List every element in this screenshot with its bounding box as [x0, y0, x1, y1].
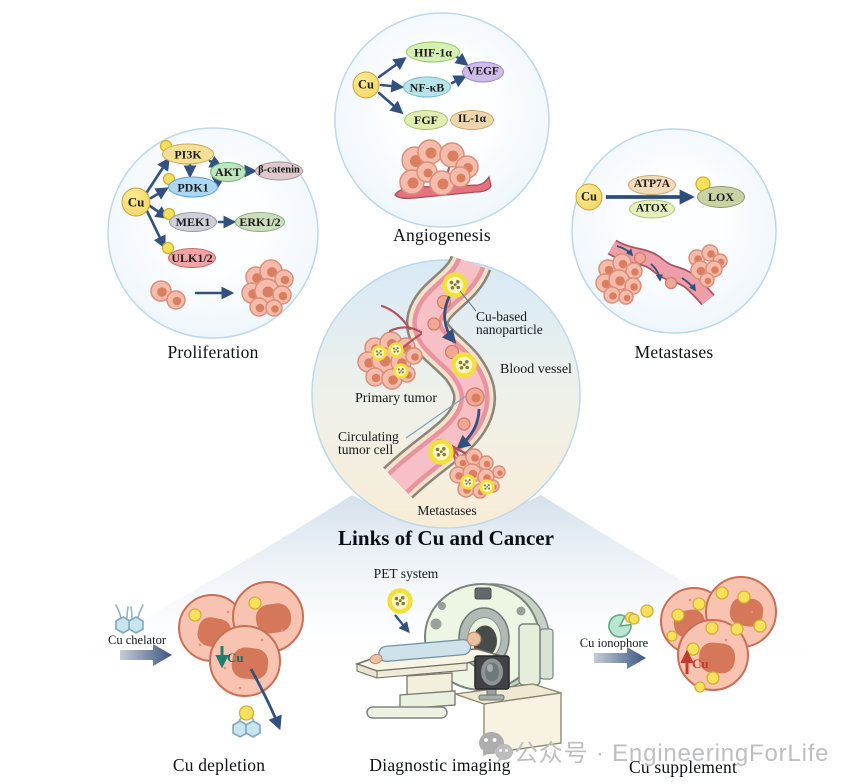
depletion-title: Cu depletion: [172, 755, 266, 775]
depletion-arrow: [120, 644, 172, 666]
depletion-export-arrow: [249, 668, 282, 731]
depletion-cu-marker: Cu: [227, 650, 244, 665]
proliferation-cells-illustration: [150, 259, 294, 317]
pet-tracer-arrow: [394, 614, 410, 634]
cu-chelator-icon: [115, 604, 144, 634]
supplement-cells: [628, 576, 777, 693]
node-pi3k: PI3K: [162, 143, 214, 165]
proliferation-cu-node: Cu: [121, 187, 151, 217]
supplement-cu-marker: Cu: [692, 656, 709, 671]
angiogenesis-title: Angiogenesis: [393, 225, 491, 245]
chelator-cu-complex-icon: [232, 705, 261, 738]
label-ctc-line1: Circulating: [338, 429, 399, 444]
depletion-cells: [178, 581, 304, 697]
metastases-cu-node: Cu: [575, 183, 603, 211]
central-label-connectors: [405, 290, 477, 439]
supplement-title: Cu supplement: [628, 757, 738, 777]
label-nanoparticle-line1: Cu-based: [476, 309, 527, 324]
node-hif1a: HIF-1α: [406, 41, 460, 63]
metastases-vessel-illustration: [595, 239, 728, 306]
node-erk12: ERK1/2: [235, 212, 285, 232]
node-fgf: FGF: [404, 110, 448, 130]
node-ulk12: ULK1/2: [168, 248, 216, 268]
label-cu-chelator: Cu chelator: [108, 633, 166, 647]
metastases-circle-bg: [571, 128, 777, 334]
node-atox: ATOX: [629, 199, 675, 219]
metastases-title: Metastases: [634, 342, 714, 362]
watermark-text: 公众号 · EngineeringForLife: [514, 740, 830, 767]
node-beta-catenin: β-catenin: [255, 161, 303, 181]
proliferation-circle-bg: [107, 127, 319, 339]
label-cu-ionophore: Cu ionophore: [579, 636, 649, 650]
label-central-metastases: Metastases: [417, 503, 477, 518]
angiogenesis-cu-node: Cu: [352, 71, 380, 99]
node-vegf: VEGF: [462, 61, 504, 83]
node-lox: LOX: [697, 186, 745, 208]
primary-tumor-cluster: [357, 304, 423, 390]
proliferation-title: Proliferation: [167, 342, 259, 362]
pet-tracer-nanoparticle: [390, 591, 411, 612]
node-nfkb: NF-κB: [403, 76, 451, 98]
label-primary-tumor: Primary tumor: [354, 391, 438, 406]
label-nanoparticle-line2: nanoparticle: [476, 322, 543, 337]
wechat-icon: [478, 731, 514, 763]
label-ctc-line2: tumor cell: [338, 442, 394, 457]
angiogenesis-tumor-illustration: [394, 139, 492, 200]
node-pdk1: PDK1: [168, 176, 218, 198]
label-blood-vessel: Blood vessel: [500, 362, 572, 377]
pet-scanner: [354, 583, 562, 755]
node-akt: AKT: [210, 162, 246, 182]
proliferation-pathway-arrows: [145, 155, 258, 300]
central-title: Links of Cu and Cancer: [338, 526, 554, 550]
central-circle-bg: [311, 259, 581, 529]
angiogenesis-pathway-arrows: [377, 52, 469, 115]
label-pet-system: PET system: [373, 566, 439, 581]
supplement-arrow: [594, 647, 646, 669]
central-metastases-cluster: [449, 444, 506, 499]
node-atp7a: ATP7A: [628, 175, 676, 195]
imaging-title: Diagnostic imaging: [369, 755, 511, 775]
node-il1a: IL-1α: [450, 110, 494, 130]
node-mek1: MEK1: [169, 212, 217, 232]
